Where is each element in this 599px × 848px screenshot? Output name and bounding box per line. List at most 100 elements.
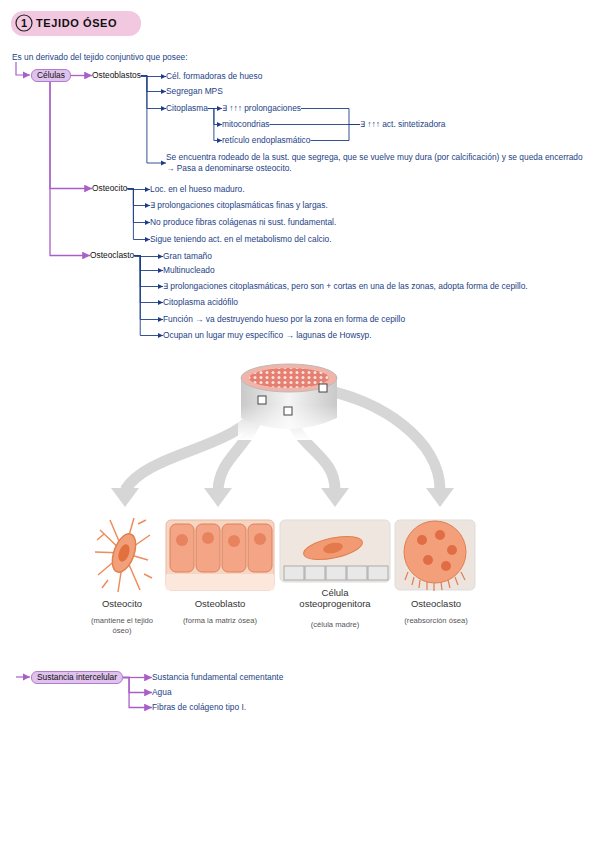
osteoblast-drawing [248, 524, 272, 572]
bracket-line [301, 109, 360, 125]
branch-heading: Osteoclasto [90, 250, 134, 261]
osteocyte-drawing [95, 518, 152, 592]
node-text: No produce fibras colágenas ni sust. fun… [150, 217, 336, 228]
section-number: 1 [16, 16, 32, 30]
osteoblast-drawing [196, 524, 220, 572]
node-text: Citoplasma [166, 103, 208, 114]
node-text: Función → va destruyendo hueso por la zo… [163, 314, 405, 325]
cell-name: Osteoblasto [175, 598, 265, 609]
note-item: Sigue teniendo act. en el metabolismo de… [150, 234, 332, 245]
node-text: Osteocito [92, 183, 127, 194]
note-item: No produce fibras colágenas ni sust. fun… [150, 217, 336, 228]
tree-arrow [50, 82, 92, 189]
bone-cylinder [238, 364, 340, 440]
node-text: mitocondrias [222, 119, 269, 130]
intro-note: Es un derivado del tejido conjuntivo que… [12, 52, 188, 63]
note-item: Ocupan un lugar muy específico → lagunas… [163, 330, 372, 341]
pointer-arrow [426, 488, 454, 507]
node-text: Osteoblastos [92, 70, 141, 81]
osteoclast-drawing [435, 530, 445, 540]
tree-arrow [134, 256, 163, 287]
pointer-arrow [321, 488, 349, 507]
node-text: ∃ prolongaciones citoplasmáticas, pero s… [163, 281, 528, 292]
bone-cylinder [284, 407, 292, 415]
progenitor-drawing [305, 566, 325, 580]
cell-role: (mantiene el tejido óseo) [87, 616, 157, 635]
node-text: ∃ ↑↑↑ prolongaciones [222, 103, 301, 114]
node-text: ∃ ↑↑↑ act. sintetizadora [360, 119, 446, 130]
note-item: Cél. formadoras de hueso [166, 71, 262, 82]
cell-name: Osteocito [87, 598, 157, 609]
tree-arrow [208, 108, 222, 109]
bone-cylinder [258, 396, 266, 404]
tree-arrow [134, 256, 163, 303]
node-text: Osteoclasto [90, 250, 134, 261]
tree-arrow [127, 189, 150, 206]
osteoclast-drawing [423, 555, 433, 565]
node-text: Se encuentra rodeado de la sust. que seg… [166, 152, 591, 174]
tree-arrow [134, 256, 163, 271]
cell-role: (reabsorción ósea) [401, 616, 471, 626]
osteoblast-drawing [228, 535, 240, 547]
osteoblast-drawing [202, 532, 214, 544]
note-item: Sustancia fundamental cementante [152, 672, 283, 683]
cell-role: (célula madre) [290, 620, 380, 630]
bone-cylinder [249, 368, 329, 388]
title-highlight [16, 15, 32, 31]
bracket-line [269, 124, 360, 125]
node-text: Multinucleado [163, 265, 215, 276]
pointer-arrow [204, 488, 232, 507]
lead-arrow [16, 62, 30, 75]
osteocyte-drawing [116, 543, 132, 563]
osteoblast-drawing [166, 520, 274, 590]
note-item: ∃ ↑↑↑ act. sintetizadora [360, 119, 446, 130]
progenitor-drawing [284, 566, 304, 580]
osteoblast-drawing [176, 534, 188, 546]
note-item: ∃ prolongaciones citoplasmáticas finas y… [150, 200, 328, 211]
note-item: ∃ ↑↑↑ prolongaciones [222, 103, 301, 114]
tree-arrow [123, 677, 152, 678]
progenitor-drawing [347, 566, 367, 580]
osteoclast-drawing [417, 535, 427, 545]
progenitor-drawing [322, 541, 344, 555]
node-text: Cél. formadoras de hueso [166, 71, 262, 82]
highlight-box: Células [31, 69, 71, 82]
tree-arrow [134, 256, 163, 320]
progenitor-drawing [302, 532, 365, 564]
note-item: Función → va destruyendo hueso por la zo… [163, 314, 405, 325]
cell-name: Osteoclasto [396, 598, 476, 609]
note-item: Loc. en el hueso maduro. [150, 184, 245, 195]
title-highlight [11, 11, 141, 36]
node-text: Citoplasma acidófilo [163, 297, 238, 308]
node-text: Agua [152, 687, 172, 698]
progenitor-drawing [326, 566, 346, 580]
progenitor-drawing [280, 520, 390, 582]
note-item: Segregan MPS [166, 86, 223, 97]
note-item: Citoplasma [166, 103, 208, 114]
node-text: retículo endoplasmático [222, 135, 310, 146]
node-text: Segregan MPS [166, 86, 223, 97]
note-item: Se encuentra rodeado de la sust. que seg… [166, 152, 591, 174]
bracket-line [310, 125, 360, 141]
node-text: Sustancia fundamental cementante [152, 672, 283, 683]
osteoblast-drawing [166, 520, 274, 590]
tree-arrow [50, 82, 90, 256]
osteoblast-drawing [166, 574, 274, 590]
pointer-arrow [111, 488, 139, 507]
tree-arrow [141, 76, 166, 77]
osteoclast-drawing [404, 521, 466, 583]
page-title: TEJIDO ÓSEO [36, 16, 117, 30]
tree-arrow [127, 189, 150, 240]
tree-arrow [141, 76, 166, 92]
tree-arrow [134, 256, 163, 336]
lead-arrow [16, 676, 30, 677]
pointer-arrow [324, 390, 440, 490]
osteoclast-drawing [447, 545, 457, 555]
node-text: Ocupan un lugar muy específico → lagunas… [163, 330, 372, 341]
note-item: retículo endoplasmático [222, 135, 310, 146]
osteoclast-drawing [395, 520, 475, 590]
progenitor-drawing [280, 520, 390, 582]
